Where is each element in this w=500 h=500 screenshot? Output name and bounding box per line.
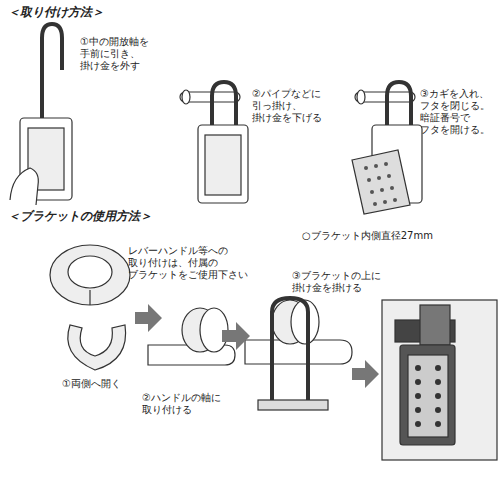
lever-handle	[245, 340, 352, 364]
shackle	[272, 298, 308, 405]
handle-rose	[420, 305, 450, 345]
lock-box-face	[205, 135, 241, 195]
step-note: ②パイプなどに 引っ掛け、 掛け金を下げる	[252, 88, 322, 124]
shackle	[42, 24, 62, 118]
step-note: ②ハンドルの軸に 取り付ける	[142, 392, 221, 416]
lock-box-top	[258, 400, 328, 410]
pipe-end	[357, 90, 365, 104]
shackle	[212, 82, 236, 125]
keypad-buttons	[364, 162, 397, 206]
step-note: ③カギを入れ、 フタを閉じる。 暗証番号で フタを開ける。	[420, 88, 490, 136]
shackle	[387, 82, 411, 125]
step-note: ①両側へ開く	[62, 378, 121, 390]
step-note: ①中の開放軸を 手前に引き、 掛け金を外す	[80, 36, 149, 72]
bracket-open	[68, 325, 126, 370]
step-note: ○ブラケット内側直径27mm	[302, 230, 433, 242]
keypad-lid	[352, 150, 410, 214]
section-heading: ＜ブラケットの使用方法＞	[8, 210, 152, 222]
section-heading: ＜取り付け方法＞	[8, 6, 104, 18]
pipe-end	[182, 90, 190, 104]
keypad-buttons	[415, 365, 441, 427]
keypad	[408, 355, 448, 437]
step-arrows	[135, 304, 379, 388]
lock-box	[400, 345, 455, 445]
finger	[10, 168, 38, 205]
lock-box	[198, 125, 248, 203]
door	[382, 300, 497, 460]
step-note: レバーハンドル等への 取り付けは、付属の ブラケットをご使用下さい	[128, 245, 248, 281]
bracket	[50, 245, 130, 305]
step-note: ③ブラケットの上に 掛け金を掛ける	[292, 270, 381, 294]
